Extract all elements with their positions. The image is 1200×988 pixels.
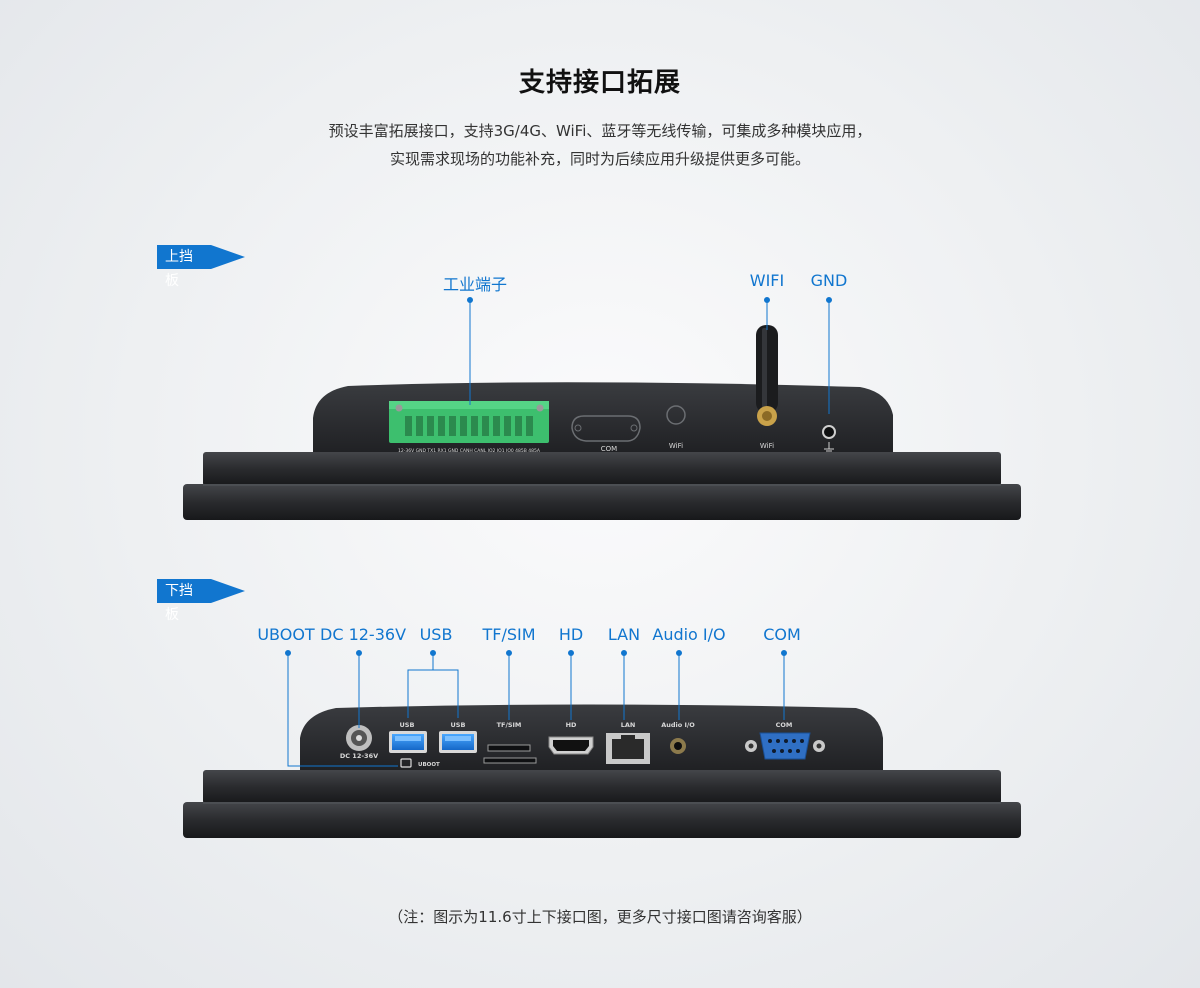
callout-audio: Audio I/O [652,625,726,644]
top-com-port-icon [571,415,641,442]
bottom-bezel-lower [183,802,1021,838]
callout-com: COM [763,625,801,644]
audio-jack-icon [670,738,686,754]
ground-symbol-icon [824,442,834,452]
audio-port-label: Audio I/O [661,721,695,729]
top-bezel-upper [203,452,1001,486]
bottom-panel-tag: 下挡板 [157,579,245,623]
bottom-callout-lines [285,650,787,767]
top-bezel-lower [183,484,1021,520]
uboot-port-label: UBOOT [418,762,440,768]
tfsim-slot-icon [483,744,537,764]
footnote: （注：图示为11.6寸上下接口图，更多尺寸接口图请咨询客服） [388,908,812,926]
page-title: 支持接口拓展 [518,68,681,98]
callout-gnd: GND [810,271,848,290]
callout-terminal: 工业端子 [442,275,508,294]
bottom-device: DC 12-36V USB USB UBOOT TF/SIM HD LAN [183,704,1021,838]
usb-port-icon [389,731,427,753]
wifi-hole-icon [666,405,686,425]
dc-jack-icon [346,725,372,751]
gnd-jack-icon [822,425,836,439]
usb1-port-label: USB [400,721,415,729]
terminal-pin-labels: 12-36V GND TX1 RX1 GND CANH CANL IO2 IO1… [398,448,541,454]
top-panel-tag: 上挡板 [157,245,245,289]
bottom-bezel-upper [203,770,1001,804]
top-panel-tag-label: 上挡板 [157,245,211,289]
tag-arrow-icon [211,579,245,603]
bottom-panel-tag-label: 下挡板 [157,579,211,623]
top-com-label: COM [601,445,617,453]
callout-lan: LAN [607,625,641,644]
callout-dc: DC 12-36V [319,625,407,644]
dc-port-label: DC 12-36V [340,752,378,760]
lan-port-icon [606,733,650,764]
top-device: 12-36V GND TX1 RX1 GND CANH CANL IO2 IO1… [183,325,1021,520]
description-line-1: 预设丰富拓展接口，支持3G/4G、WiFi、蓝牙等无线传输，可集成多种模块应用， [328,122,872,140]
callout-tfsim: TF/SIM [482,625,536,644]
description-line-2: 实现需求现场的功能补充，同时为后续应用升级提供更多可能。 [389,150,810,168]
terminal-block [389,401,549,443]
usb2-port-label: USB [451,721,466,729]
callout-uboot: UBOOT [257,625,315,644]
callout-hd: HD [558,625,584,644]
top-wifi-label-right: WiFi [760,442,774,450]
lan-port-label: LAN [621,721,636,729]
top-wifi-label-left: WiFi [669,442,683,450]
wifi-antenna-icon [756,325,778,426]
tag-arrow-icon [211,245,245,269]
callout-usb: USB [419,625,453,644]
callout-wifi: WIFI [749,271,785,290]
tfsim-port-label: TF/SIM [497,721,522,729]
db9-com-port-icon [745,732,825,760]
com-port-label: COM [776,721,793,729]
uboot-button-icon [400,758,412,768]
top-callout-lines [467,297,832,414]
hd-port-label: HD [566,721,577,729]
usb-port-icon [439,731,477,753]
